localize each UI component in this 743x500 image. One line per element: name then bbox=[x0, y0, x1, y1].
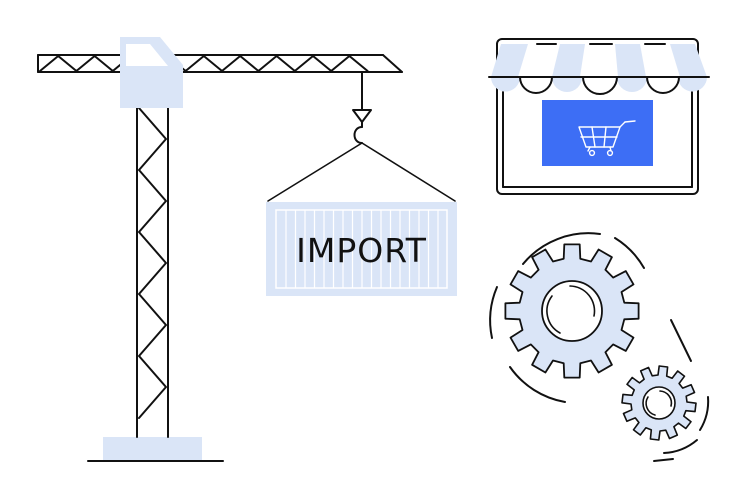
shopping-cart-icon bbox=[578, 120, 636, 157]
crane-mast bbox=[136, 107, 169, 438]
store-frame bbox=[496, 38, 699, 195]
crane-jib bbox=[37, 54, 403, 73]
container-ribs bbox=[285, 210, 439, 288]
crane-base bbox=[103, 437, 202, 460]
awning bbox=[488, 43, 710, 95]
container-label: IMPORT bbox=[296, 231, 427, 270]
gear-large-hole bbox=[541, 280, 603, 342]
crane-cabin bbox=[120, 37, 183, 108]
gear-small-hole bbox=[642, 386, 676, 420]
gears bbox=[489, 232, 710, 462]
storefront bbox=[488, 38, 710, 195]
tower-crane: IMPORT bbox=[37, 37, 457, 462]
crane-hook bbox=[352, 71, 372, 144]
container-slings bbox=[267, 142, 456, 202]
import-container: IMPORT bbox=[266, 202, 457, 296]
store-sign bbox=[542, 100, 653, 166]
motion-arcs bbox=[489, 232, 710, 462]
